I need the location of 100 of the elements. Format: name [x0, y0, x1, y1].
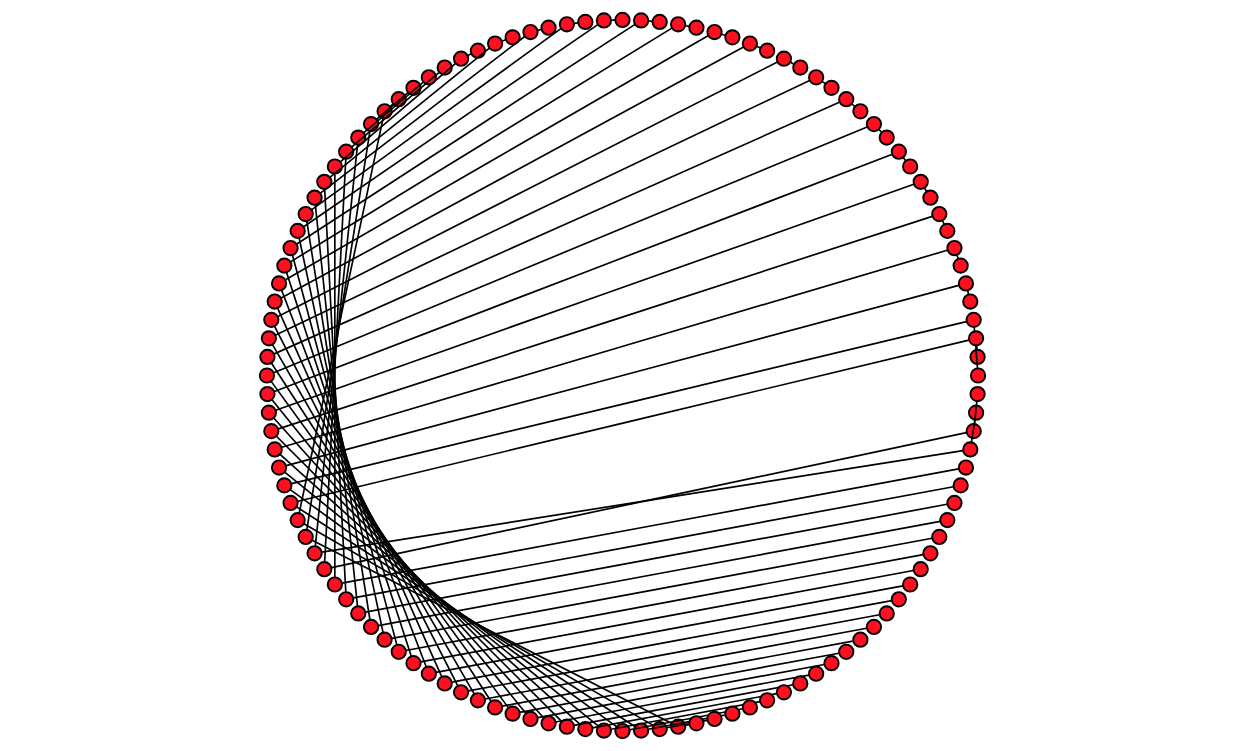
node-circle: [945, 239, 963, 257]
node-circle: [375, 631, 393, 648]
node-circle: [521, 710, 539, 728]
connector: [610, 700, 761, 731]
connector: [284, 284, 960, 467]
node-circle: [404, 655, 422, 672]
node-circle: [270, 275, 287, 292]
connector: [320, 449, 964, 553]
connector: [404, 553, 924, 652]
connector: [319, 35, 526, 195]
connector: [518, 652, 840, 714]
node-circle: [961, 293, 978, 310]
node-circle: [952, 257, 969, 274]
node-circle: [952, 477, 969, 494]
connector: [273, 153, 893, 393]
node-circle: [723, 705, 740, 722]
node-circle: [315, 561, 332, 578]
connector: [297, 237, 384, 634]
connector: [536, 663, 825, 719]
node-circle: [486, 699, 503, 716]
node-circle: [558, 718, 575, 735]
connector: [467, 613, 880, 692]
node-circle: [469, 42, 486, 59]
node-circle: [705, 23, 723, 41]
node-circle: [539, 19, 557, 36]
node-circle: [452, 50, 469, 67]
node-circle: [968, 386, 986, 403]
node-circle: [452, 684, 469, 701]
connector: [305, 220, 371, 621]
node-circle: [275, 477, 292, 494]
connector: [285, 271, 412, 657]
connector: [284, 34, 709, 281]
node-circle: [837, 643, 854, 660]
node-circle: [305, 545, 323, 562]
connector: [291, 254, 398, 646]
connector: [684, 24, 690, 28]
connector: [972, 326, 978, 370]
node-circle: [349, 129, 366, 146]
node-circle: [260, 330, 277, 347]
node-circle: [404, 79, 422, 96]
connector: [434, 585, 904, 674]
node-circle: [921, 545, 939, 562]
connector: [684, 723, 690, 727]
node-circle: [651, 13, 668, 30]
node-circle: [258, 386, 276, 403]
node-circle: [930, 528, 947, 546]
node-circle: [420, 69, 437, 86]
node-circle: [315, 173, 332, 190]
node-circle: [270, 459, 287, 476]
node-circle: [281, 239, 299, 257]
connector: [277, 215, 933, 430]
connector: [573, 22, 579, 25]
node-circle: [390, 643, 407, 660]
node-circle: [912, 561, 929, 578]
node-circle: [807, 665, 824, 682]
connector: [450, 599, 893, 683]
connector: [390, 537, 933, 640]
node-circle: [504, 29, 521, 46]
node-circle: [822, 655, 840, 672]
node-circle: [420, 665, 437, 682]
connector: [419, 569, 914, 663]
connector: [302, 24, 598, 228]
node-circle: [326, 576, 343, 593]
node-circle: [687, 19, 705, 36]
connector: [466, 53, 472, 57]
node-circle: [957, 459, 974, 476]
node-circle: [558, 16, 575, 33]
connector: [628, 707, 744, 731]
node-circle: [775, 684, 792, 701]
node-circle: [266, 293, 283, 310]
connector: [280, 289, 427, 668]
node-circle: [260, 404, 277, 421]
connector: [554, 674, 810, 723]
node-circle: [486, 35, 503, 52]
connector: [352, 485, 954, 599]
connector: [966, 290, 969, 296]
node-circle: [539, 715, 557, 732]
connector: [923, 187, 927, 193]
connector: [330, 431, 967, 569]
connector: [591, 692, 778, 729]
node-circle: [965, 423, 982, 440]
node-circle: [957, 275, 974, 292]
node-circle: [632, 722, 649, 739]
node-circle: [632, 12, 649, 29]
node-circle: [669, 16, 686, 33]
connector: [821, 80, 826, 85]
connector: [647, 20, 653, 23]
node-circle: [912, 173, 929, 190]
node-circle: [349, 605, 366, 622]
node-circle: [275, 257, 292, 274]
node-circle: [969, 367, 986, 384]
node-circle: [938, 512, 955, 529]
node-circle: [504, 705, 521, 722]
node-circle: [613, 11, 631, 29]
node-circle: [705, 710, 723, 728]
connector: [941, 220, 945, 225]
node-circle: [297, 528, 314, 546]
node-circle: [576, 721, 593, 738]
connector: [340, 468, 959, 584]
node-circle: [576, 13, 593, 30]
